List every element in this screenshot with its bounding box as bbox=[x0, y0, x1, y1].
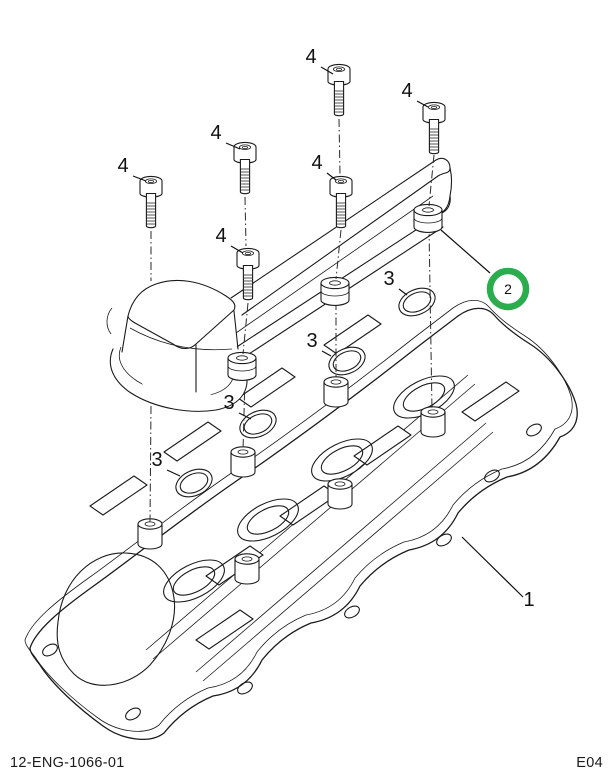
cover-boss bbox=[227, 351, 257, 381]
callout-4-label: 4 bbox=[305, 46, 316, 68]
head-outer-outline bbox=[29, 307, 578, 740]
cover-housing-box bbox=[106, 279, 248, 412]
callout-3-label: 3 bbox=[383, 268, 394, 290]
bolt bbox=[327, 63, 351, 117]
callout-labels: 4 4 4 4 4 4 3 3 3 3 1 bbox=[117, 46, 534, 611]
callout-4-label: 4 bbox=[401, 80, 412, 102]
callout-4-label: 4 bbox=[210, 122, 221, 144]
page-code: E04 bbox=[576, 755, 603, 771]
callout-3-label: 3 bbox=[151, 449, 162, 471]
o-ring-seal bbox=[171, 463, 217, 503]
bolt-centerlines-upper bbox=[150, 118, 435, 355]
bolt bbox=[233, 141, 257, 195]
leader-lines bbox=[132, 66, 524, 598]
cover-body-fill bbox=[226, 156, 453, 372]
bolt bbox=[139, 175, 163, 229]
bolt bbox=[422, 101, 446, 155]
callout-3-label: 3 bbox=[223, 392, 234, 414]
o-ring-seal bbox=[394, 282, 440, 322]
callout-1-label: 1 bbox=[523, 589, 534, 611]
drawing-number: 12-ENG-1066-01 bbox=[10, 755, 125, 771]
head-raised-pad bbox=[56, 552, 176, 686]
cover-boss bbox=[413, 203, 443, 233]
callout-3-label: 3 bbox=[306, 330, 317, 352]
callout-4-label: 4 bbox=[215, 225, 226, 247]
callout-4-label: 4 bbox=[117, 155, 128, 177]
valve-cover bbox=[106, 156, 453, 412]
callout-2-label: 2 bbox=[504, 281, 512, 297]
callout-4-label: 4 bbox=[311, 152, 322, 174]
cover-boss bbox=[320, 276, 350, 306]
o-ring-seal bbox=[235, 404, 281, 444]
cylinder-head bbox=[24, 299, 578, 740]
callout-2-circle: 2 bbox=[486, 267, 530, 311]
